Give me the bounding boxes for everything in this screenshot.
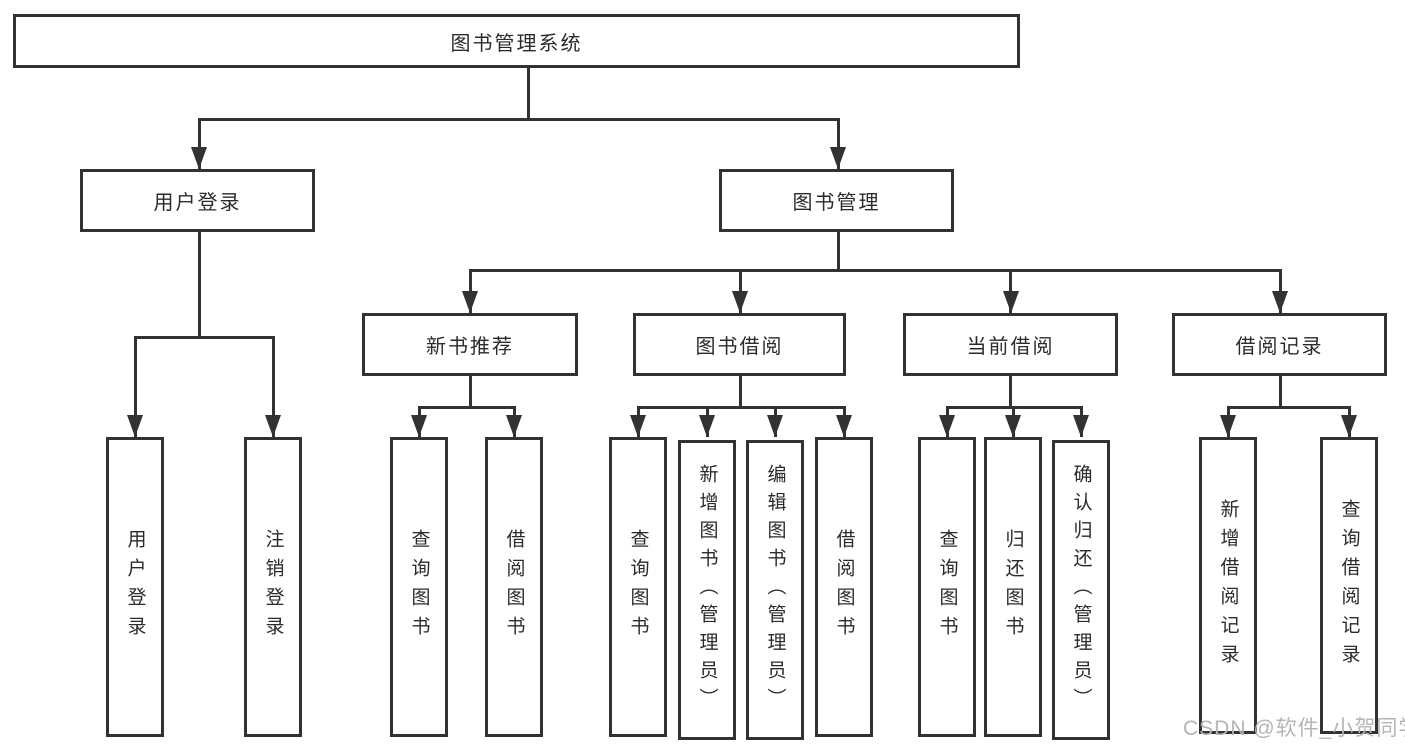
node-book-management: 图书管理 (719, 169, 954, 232)
arrow-down-icon (1002, 291, 1019, 313)
arrow-down-icon (836, 415, 852, 437)
node-book-borrow: 图书借阅 (633, 313, 846, 376)
node-current-borrow: 当前借阅 (903, 313, 1118, 376)
connector-line (1009, 376, 1012, 408)
connector-line (836, 118, 840, 169)
connector-line (738, 376, 742, 408)
arrow-down-icon (1220, 415, 1236, 437)
arrow-down-icon (939, 415, 955, 437)
connector-line (197, 232, 201, 336)
connector-line (1226, 406, 1351, 409)
leaf-current-return-books: 归还图书 (984, 437, 1042, 737)
arrow-down-icon (830, 147, 846, 169)
leaf-user-login: 用户登录 (106, 437, 164, 737)
leaf-borrow-add-books-admin: 新增图书（管理员） (678, 440, 736, 740)
leaf-records-query-borrow-record: 查询借阅记录 (1320, 437, 1378, 734)
arrow-down-icon (1073, 415, 1089, 437)
connector-line (468, 269, 1282, 272)
leaf-current-confirm-return-admin: 确认归还（管理员） (1052, 440, 1110, 740)
connector-line (197, 118, 840, 121)
arrow-down-icon (1272, 291, 1288, 313)
arrow-down-icon (411, 415, 427, 437)
arrow-down-icon (630, 415, 646, 437)
leaf-current-query-books: 查询图书 (918, 437, 976, 737)
connector-line (133, 336, 137, 437)
leaf-borrow-query-books: 查询图书 (609, 437, 667, 737)
arrow-down-icon (1341, 415, 1357, 437)
arrow-down-icon (127, 415, 143, 437)
connector-line (526, 68, 530, 120)
leaf-records-add-borrow-record: 新增借阅记录 (1199, 437, 1257, 734)
arrow-down-icon (1005, 415, 1021, 437)
arrow-down-icon (767, 415, 783, 437)
leaf-borrow-borrow-books: 借阅图书 (815, 437, 873, 737)
connector-line (636, 406, 846, 409)
connector-line (836, 232, 840, 272)
connector-line (197, 118, 201, 169)
connector-line (468, 376, 472, 408)
connector-line (271, 336, 275, 437)
leaf-recommend-borrow-books: 借阅图书 (485, 437, 543, 737)
arrow-down-icon (462, 291, 478, 313)
arrow-down-icon (191, 147, 207, 169)
leaf-logout: 注销登录 (244, 437, 302, 737)
connector-line (133, 336, 275, 339)
node-new-book-recommend: 新书推荐 (362, 313, 578, 376)
connector-line (1278, 376, 1282, 408)
leaf-recommend-query-books: 查询图书 (390, 437, 448, 737)
csdn-watermark: CSDN @软件_小贺同学 (1183, 717, 1405, 740)
arrow-down-icon (732, 291, 748, 313)
node-borrow-records: 借阅记录 (1172, 313, 1387, 376)
arrow-down-icon (265, 415, 281, 437)
node-user-login: 用户登录 (80, 169, 315, 232)
leaf-borrow-edit-books-admin: 编辑图书（管理员） (746, 440, 804, 740)
arrow-down-icon (699, 415, 715, 437)
arrow-down-icon (506, 415, 522, 437)
node-library-management-system: 图书管理系统 (13, 14, 1020, 68)
connector-line (417, 406, 516, 409)
